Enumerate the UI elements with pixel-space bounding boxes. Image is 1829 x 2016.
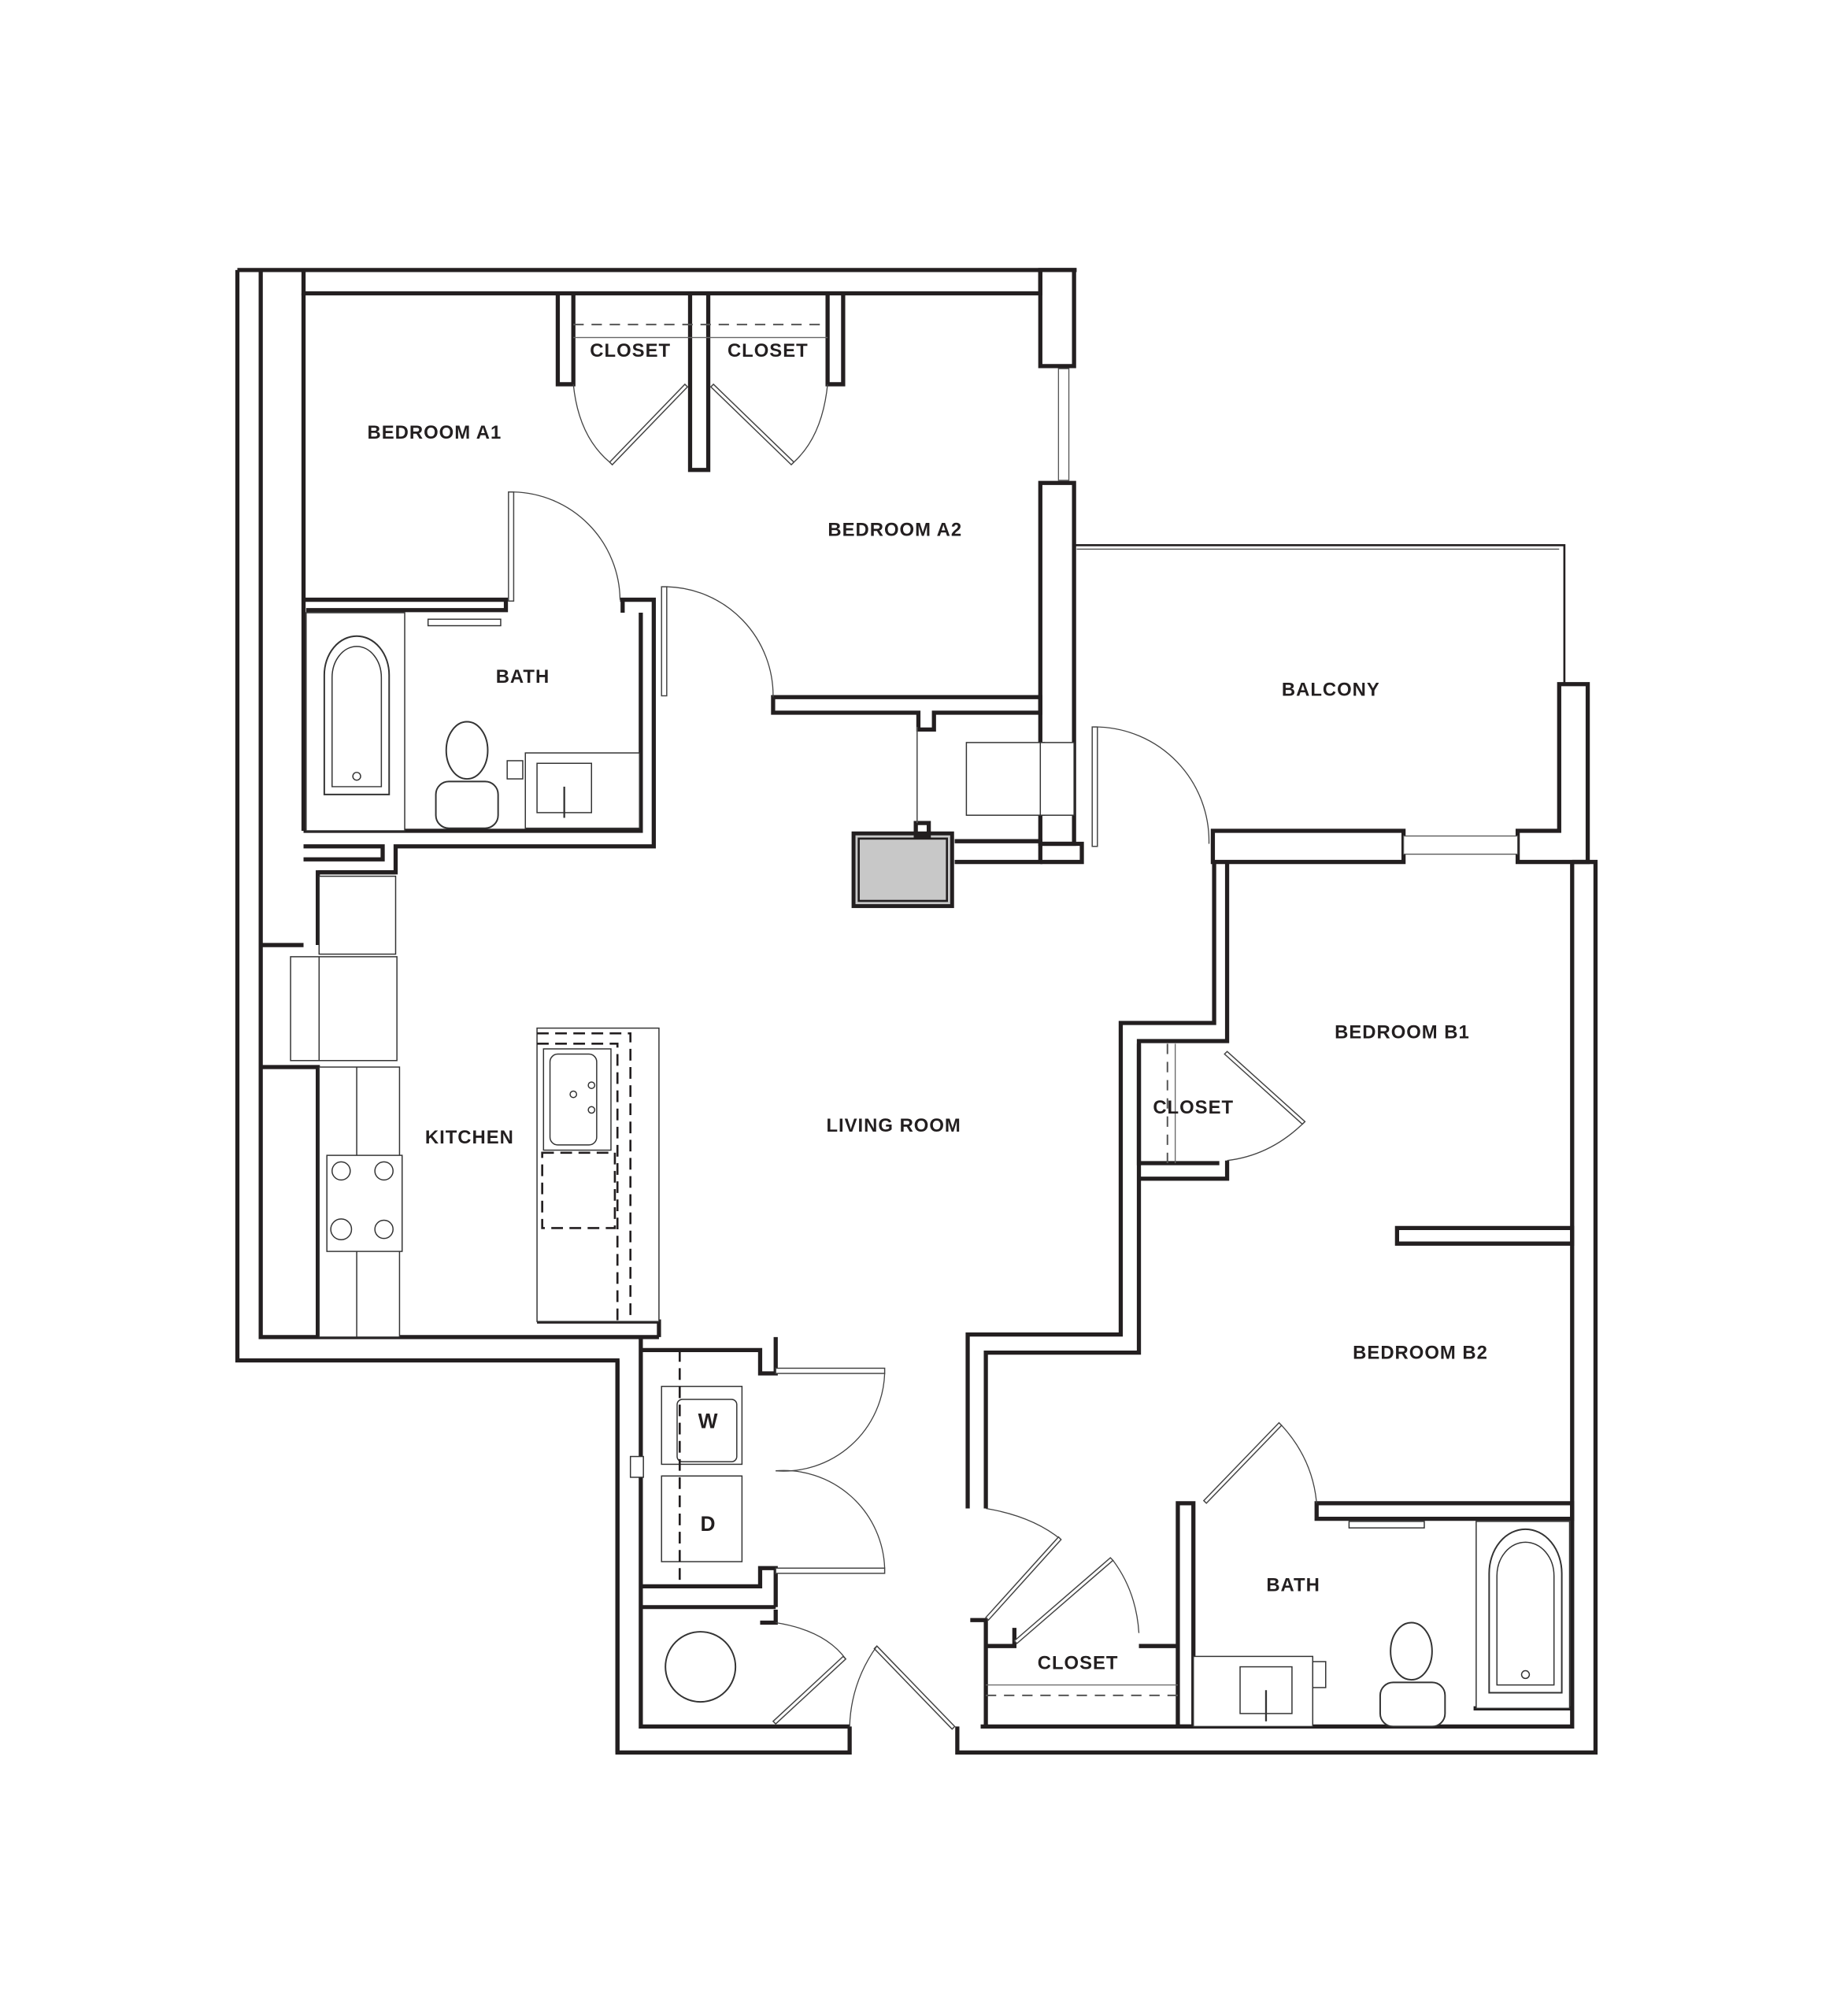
outer-walls — [235, 268, 1598, 1755]
label-bath-a: BATH — [496, 666, 550, 687]
doors — [508, 383, 1317, 1730]
mechanical-shaft — [851, 831, 954, 909]
label-washer: W — [698, 1410, 719, 1433]
label-closet-b1: CLOSET — [1153, 1097, 1234, 1118]
label-bedroom-a2: BEDROOM A2 — [827, 520, 962, 541]
label-closet-a2: CLOSET — [728, 340, 809, 361]
closet-shelves — [573, 324, 1178, 1696]
label-balcony: BALCONY — [1282, 679, 1380, 700]
label-living-room: LIVING ROOM — [826, 1115, 961, 1136]
label-closet-a1: CLOSET — [590, 340, 671, 361]
label-bedroom-b2: BEDROOM B2 — [1353, 1343, 1488, 1364]
bath-b-fixtures — [1192, 1521, 1571, 1728]
label-kitchen: KITCHEN — [425, 1127, 514, 1148]
water-heater — [665, 1631, 737, 1703]
interior-walls — [301, 293, 1575, 1729]
kitchen-fixtures — [290, 875, 660, 1338]
label-closet-entry: CLOSET — [1038, 1653, 1119, 1674]
label-bedroom-a1: BEDROOM A1 — [368, 422, 502, 443]
toilet-icon — [445, 721, 489, 780]
bath-a-fixtures — [305, 612, 640, 832]
toilet-icon — [1390, 1621, 1433, 1681]
label-bath-b: BATH — [1266, 1575, 1320, 1596]
label-dryer: D — [701, 1512, 716, 1536]
refrigerator — [290, 956, 398, 1062]
room-labels: BEDROOM A1 CLOSET CLOSET BEDROOM A2 BATH… — [368, 340, 1488, 1674]
hvac-unit — [916, 727, 1075, 824]
label-bedroom-b1: BEDROOM B1 — [1335, 1021, 1470, 1043]
laundry — [629, 1350, 743, 1587]
